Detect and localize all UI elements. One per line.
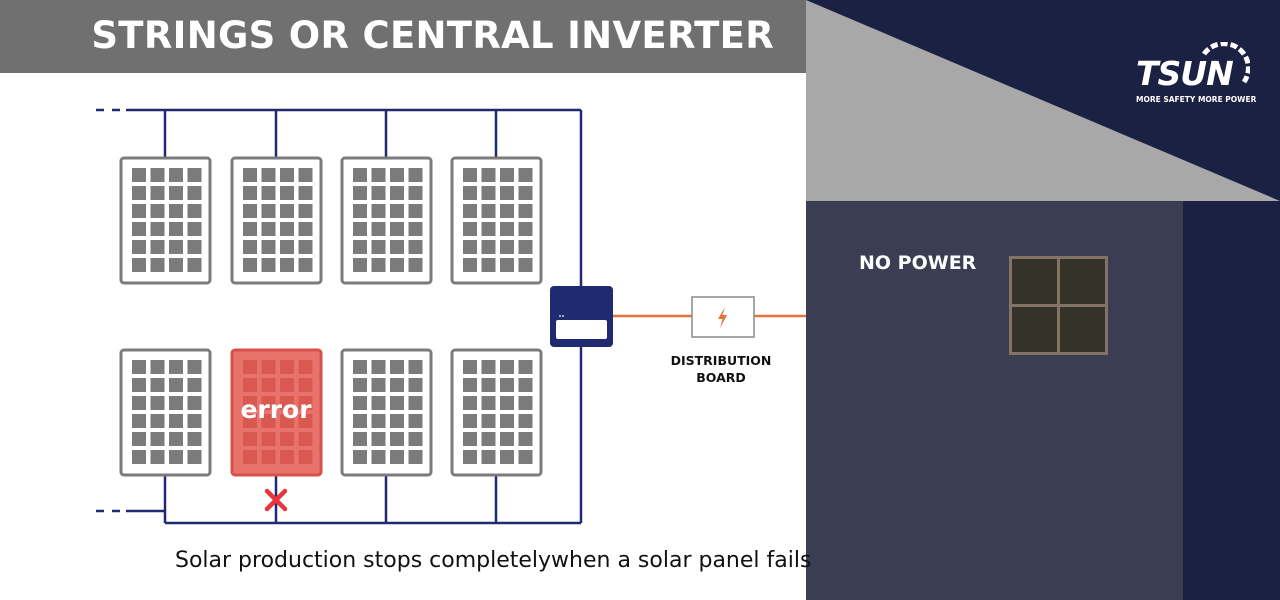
logo-arc-icon xyxy=(1201,42,1250,84)
solar-panel-error xyxy=(230,348,323,477)
house-roof xyxy=(806,0,1280,201)
central-inverter xyxy=(550,286,613,347)
solar-panel xyxy=(119,156,212,285)
distribution-board-label-line1: DISTRIBUTION xyxy=(670,353,772,368)
tsun-logo: TSUN MORE SAFETY MORE POWER xyxy=(1134,40,1256,110)
red-x-icon xyxy=(264,488,288,512)
distribution-board-label-line2: BOARD xyxy=(696,370,746,385)
solar-panel xyxy=(340,348,433,477)
house-window xyxy=(1009,256,1108,355)
lightning-bolt-icon xyxy=(718,307,727,328)
caption: Solar production stops completelywhen a … xyxy=(175,548,812,573)
solar-panel xyxy=(119,348,212,477)
solar-panel xyxy=(450,156,543,285)
solar-panel xyxy=(230,156,323,285)
page-title: STRINGS OR CENTRAL INVERTER xyxy=(91,14,774,57)
logo-wordmark: TSUN xyxy=(1136,54,1234,93)
solar-panel xyxy=(450,348,543,477)
logo-tagline: MORE SAFETY MORE POWER xyxy=(1136,95,1257,104)
distribution-board-label: DISTRIBUTION BOARD xyxy=(660,352,782,386)
error-label: error xyxy=(240,395,312,424)
solar-panel xyxy=(340,156,433,285)
title-bar: STRINGS OR CENTRAL INVERTER xyxy=(0,0,806,73)
distribution-board xyxy=(691,296,755,338)
no-power-label: NO POWER xyxy=(859,252,977,274)
house-wall xyxy=(806,201,1183,600)
string-wiring xyxy=(96,108,583,525)
solar-panel-array xyxy=(119,156,543,477)
